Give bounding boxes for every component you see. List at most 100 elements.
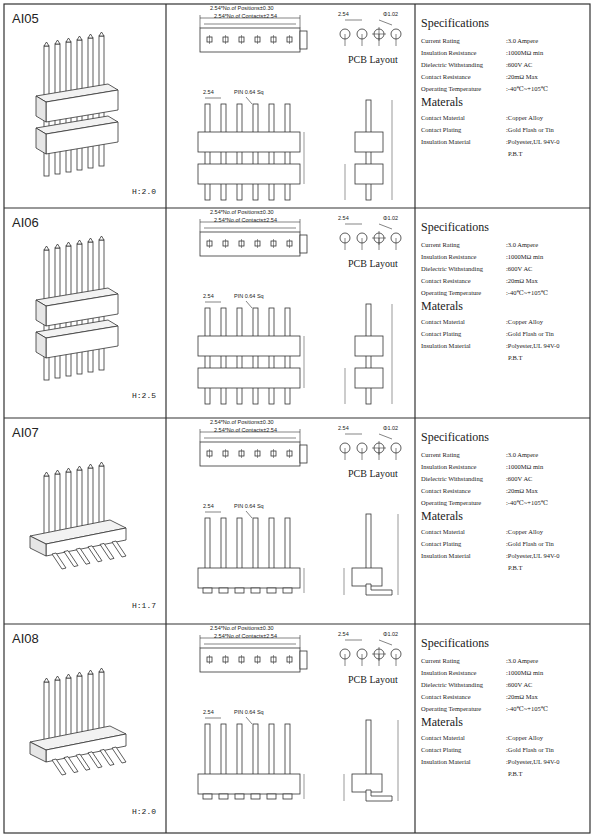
center-line [345, 34, 346, 46]
pin-tip [66, 242, 71, 246]
pin-note: PIN 0.64 Sq [234, 89, 264, 95]
housing-outline [200, 232, 300, 256]
dimension-line [304, 774, 305, 799]
spec-name: Contact Material [421, 528, 465, 535]
center-mark [273, 239, 274, 248]
smt-foot [366, 790, 392, 801]
top-view [200, 219, 307, 256]
spec-name: Contact Plating [421, 540, 461, 547]
center-cross [379, 647, 380, 661]
spec-value: :Polyester,UL 94V-0 [506, 552, 559, 559]
pin-tip [99, 236, 104, 240]
center-mark [257, 35, 258, 44]
center-mark [241, 35, 242, 44]
height-value: H:1.7 [132, 601, 156, 610]
dimension-line [345, 640, 362, 641]
spec-name: Insulation Resistance [421, 463, 476, 470]
insulator-front [46, 528, 126, 556]
pin [77, 470, 82, 532]
center-line [396, 448, 397, 460]
spec-value: :600V AC [506, 475, 532, 482]
smt-foot [52, 553, 66, 569]
spec-name: Dielectric Withstanding [421, 61, 483, 68]
pcb-layout [340, 434, 401, 460]
center-line [345, 238, 346, 250]
insulator-front [46, 734, 126, 762]
center-mark [273, 35, 274, 44]
pin-tip [66, 674, 71, 678]
dimension-text: 2.54*No.of Contacts±2.54 [214, 633, 277, 639]
smt-foot [88, 546, 102, 562]
center-mark [209, 35, 210, 44]
side-view [344, 514, 398, 595]
model-name: AI07 [12, 426, 39, 441]
center-line [362, 238, 363, 250]
dimension-line [345, 368, 346, 404]
section-heading: Specifications [421, 17, 489, 31]
insulator [198, 132, 300, 152]
height-value: H:2.0 [132, 807, 156, 816]
dimension-line [398, 514, 399, 595]
pin-tip [77, 672, 82, 676]
leader-line [379, 224, 392, 229]
smt-foot [76, 754, 90, 770]
extension-line [300, 635, 301, 648]
row-rule [4, 207, 590, 208]
smt-foot [203, 794, 212, 799]
spec-name: Dielectric Withstanding [421, 265, 483, 272]
center-cross [379, 441, 380, 455]
pin-tip [99, 668, 104, 672]
dimension-text: 2.54*No.of Contacts±2.54 [214, 217, 277, 223]
dimension-line [205, 98, 221, 99]
table-border [4, 4, 590, 833]
insulator-side [36, 332, 46, 358]
dimension-text: Φ1.02 [383, 11, 398, 17]
pin-tip [66, 468, 71, 472]
pcb-layout [340, 20, 401, 46]
center-mark [273, 449, 274, 458]
pin [66, 678, 71, 740]
header-illustration [30, 668, 126, 775]
smt-foot [235, 794, 244, 799]
center-mark [225, 35, 226, 44]
side-view [345, 100, 392, 200]
insulator [355, 368, 383, 388]
top-view [200, 635, 307, 672]
dimension-line [205, 302, 221, 303]
spec-name: Operating Temperature [421, 85, 481, 92]
center-line [345, 654, 346, 666]
pin-tip [99, 32, 104, 36]
spec-value: :Gold Flash or Tin [506, 746, 554, 753]
dimension-text: 2.54 [338, 11, 349, 17]
extension-line [300, 15, 301, 28]
pin-note: PIN 0.64 Sq [234, 293, 264, 299]
dimension-line [345, 20, 362, 21]
spec-name: Contact Resistance [421, 487, 471, 494]
insulator [198, 164, 300, 184]
spec-name: Operating Temperature [421, 705, 481, 712]
extension-line [200, 15, 201, 28]
insulator [352, 774, 382, 792]
center-mark [257, 239, 258, 248]
pin-tip [44, 246, 49, 250]
smt-foot [219, 588, 228, 593]
smt-foot [112, 747, 126, 763]
extension-line [200, 429, 201, 442]
spec-value: :3.0 Ampere [506, 241, 538, 248]
spec-name: Current Rating [421, 37, 460, 44]
front-view [198, 511, 304, 593]
spec-name: Current Rating [421, 451, 460, 458]
pin [99, 466, 104, 528]
view-title: PCB Layout [348, 258, 398, 270]
spec-name: Contact Material [421, 734, 465, 741]
dimension-line [344, 568, 345, 595]
center-line [396, 238, 397, 250]
smt-foot [203, 588, 212, 593]
center-mark [209, 449, 210, 458]
leader-line [246, 97, 252, 104]
dimension-line [205, 718, 221, 719]
view-title: PCB Layout [348, 468, 398, 480]
insulator [355, 336, 383, 356]
